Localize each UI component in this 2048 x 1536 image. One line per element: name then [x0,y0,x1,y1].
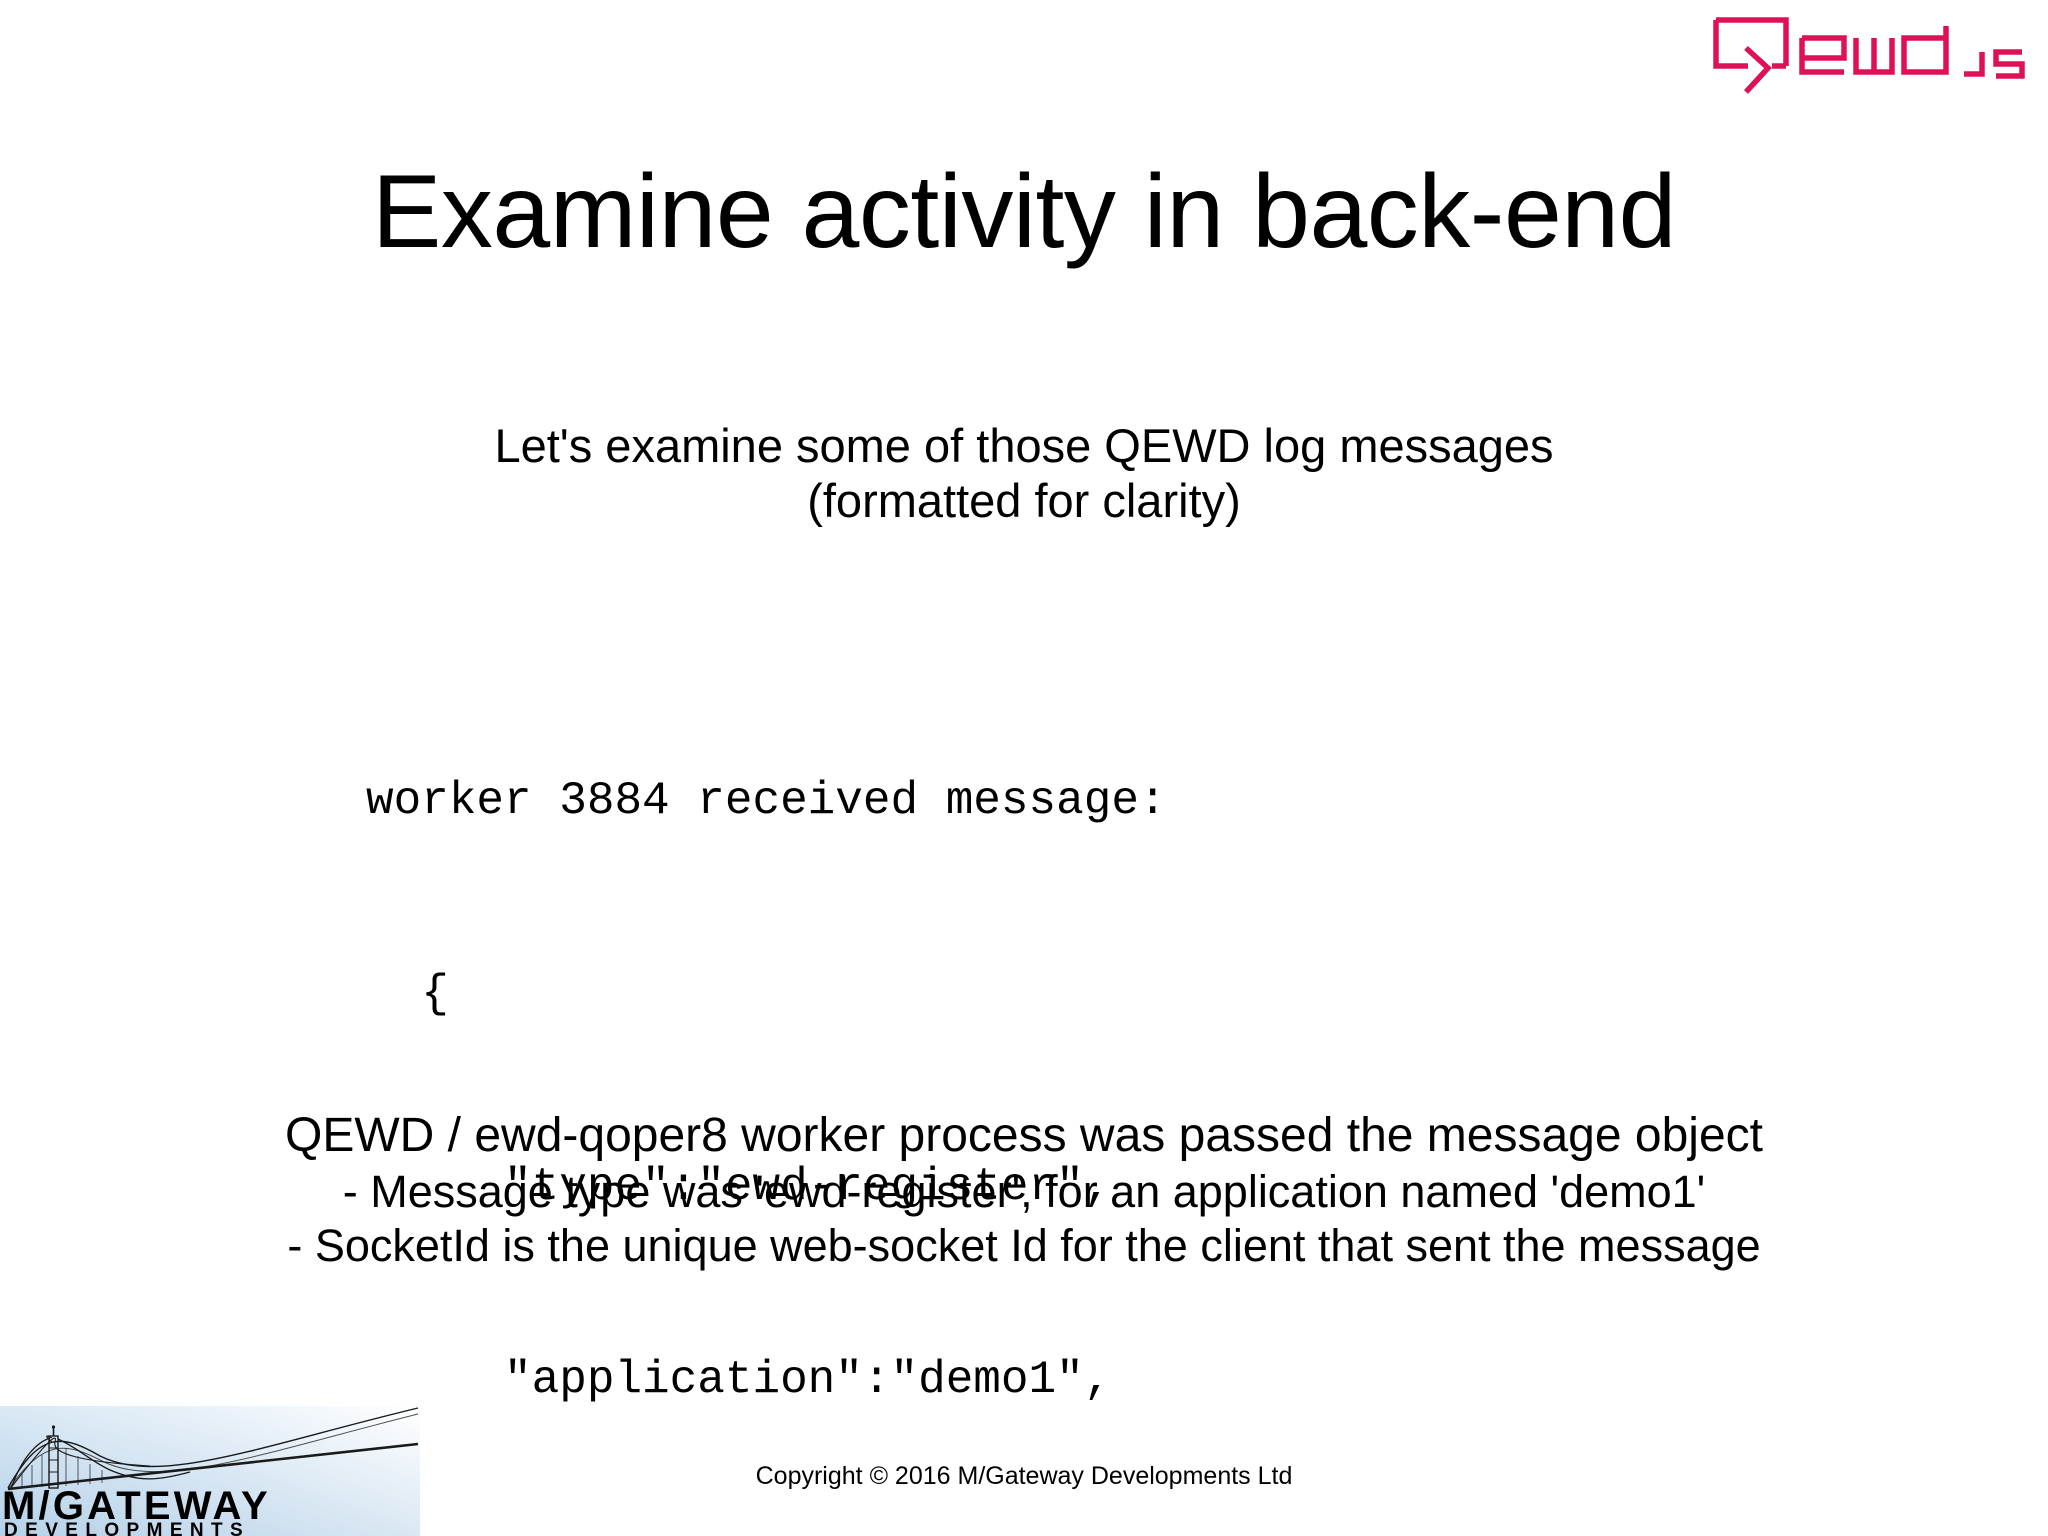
explanation-headline: QEWD / ewd-qoper8 worker process was pas… [285,1109,1763,1162]
log-message-code-block: worker 3884 received message: { "type":"… [366,640,1470,1536]
code-line-application: "application":"demo1", [366,1354,1112,1407]
explanation-block: QEWD / ewd-qoper8 worker process was pas… [0,1108,2048,1273]
bridge-illustration [7,1407,419,1491]
intro-line-1: Let's examine some of those QEWD log mes… [494,419,1554,472]
code-line-open-brace: { [366,967,449,1020]
explanation-bullet-1: - Message type was 'ewd-register', for a… [342,1165,1706,1217]
qewd-js-logo [1710,8,2030,100]
slide-title: Examine activity in back-end [372,153,1676,270]
code-line-type: "type":"ewd-register", [366,1161,1112,1214]
developments-wordmark: DEVELOPMENTS [4,1520,250,1536]
copyright-notice: Copyright © 2016 M/Gateway Developments … [755,1462,1293,1490]
intro-line-2: (formatted for clarity) [807,474,1241,528]
explanation-bullet-2: - SocketId is the unique web-socket Id f… [287,1219,1761,1271]
intro-paragraph: Let's examine some of those QEWD log mes… [0,418,2048,529]
mgateway-developments-logo: M/GATEWAY DEVELOPMENTS [0,1386,420,1536]
mgateway-logo-mark: M/GATEWAY DEVELOPMENTS [0,1406,420,1536]
code-line-worker-received: worker 3884 received message: [366,774,1167,827]
qewd-js-logo-mark [1713,17,2025,94]
mgateway-wordmark: M/GATEWAY [2,1484,271,1528]
